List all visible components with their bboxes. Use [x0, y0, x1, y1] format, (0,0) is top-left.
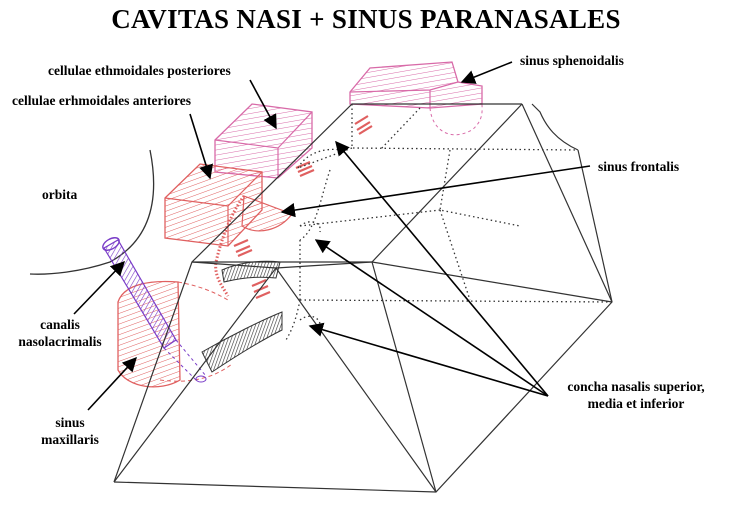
- label-sinus-frontalis: sinus frontalis: [598, 159, 680, 174]
- label-cellulae-anteriores: cellulae erhmoidales anteriores: [12, 93, 191, 108]
- label-concha-line2: media et inferior: [587, 396, 685, 411]
- sinus-sphenoidalis-shape: [349, 61, 483, 136]
- label-orbita: orbita: [42, 187, 78, 202]
- label-concha-line1: concha nasalis superior,: [567, 379, 705, 394]
- arrow-concha-media: [314, 239, 549, 397]
- orbita-outline: [29, 149, 155, 275]
- concha-dark-upper: [221, 260, 281, 283]
- dotted-internal-lines: [285, 104, 613, 341]
- nasal-cavity-wireframe: [113, 103, 613, 493]
- arrow-sinus-sphenoidalis: [460, 61, 513, 84]
- label-sinus-maxillaris: sinus maxillaris: [20, 414, 120, 448]
- arrow-anteriores: [189, 113, 214, 180]
- arrow-posteriores: [249, 79, 277, 130]
- arrow-canalis: [73, 260, 125, 315]
- label-sinus-max-line1: sinus: [55, 415, 85, 430]
- page-title: CAVITAS NASI + SINUS PARANASALES: [111, 4, 621, 34]
- label-canalis-line1: canalis: [40, 317, 80, 332]
- label-canalis-line2: nasolacrimalis: [18, 334, 102, 349]
- label-sinus-sphenoidalis: sinus sphenoidalis: [520, 53, 624, 68]
- arrow-sinus-frontalis: [280, 165, 591, 218]
- arrow-sinus-maxillaris: [87, 356, 137, 411]
- label-concha-nasalis: concha nasalis superior, media et inferi…: [548, 378, 724, 412]
- label-sinus-max-line2: maxillaris: [41, 432, 99, 447]
- label-canalis-nasolacrimalis: canalis nasolacrimalis: [8, 316, 112, 350]
- arrow-concha-superior: [335, 140, 549, 397]
- concha-dark-lower: [201, 311, 283, 373]
- label-arrows: [73, 61, 591, 411]
- arrow-concha-inferior: [308, 322, 549, 397]
- label-cellulae-posteriores: cellulae ethmoidales posteriores: [48, 63, 231, 78]
